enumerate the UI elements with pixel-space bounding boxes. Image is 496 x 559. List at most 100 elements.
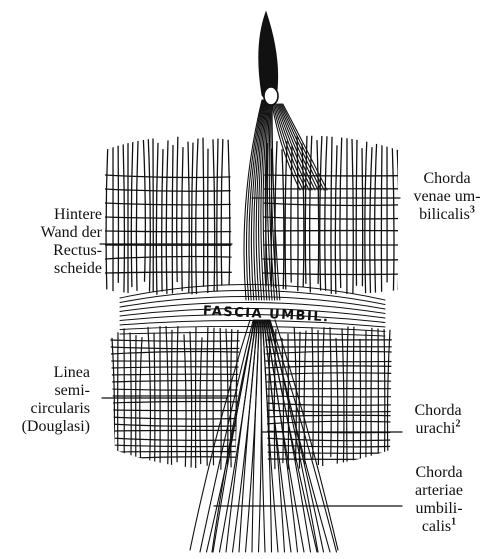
hatch-line — [318, 331, 319, 465]
footnote-marker: 3 — [470, 205, 475, 216]
label-line: (Douglasi) — [0, 418, 90, 436]
cross-hatch-line — [110, 410, 240, 411]
label-line: venae um- — [400, 188, 494, 206]
hatch-line — [322, 328, 324, 474]
umbilicus-ring — [264, 87, 278, 105]
hatch-line — [166, 141, 168, 294]
cross-hatch-line — [110, 438, 240, 440]
label-line: calis1 — [400, 518, 478, 536]
cross-hatch-line — [105, 272, 232, 273]
label-line: Rectus- — [6, 242, 102, 260]
cross-hatch-line — [262, 217, 398, 219]
hatch-line — [397, 143, 399, 290]
hatch-line — [370, 148, 372, 299]
label-line: Linea — [0, 364, 90, 382]
hatch-line — [353, 321, 354, 468]
arteria-line — [275, 320, 338, 550]
hatch-line — [282, 150, 284, 291]
cross-hatch-line — [262, 175, 398, 176]
hatch-line — [188, 142, 189, 292]
hatch-line — [381, 142, 382, 291]
cross-hatch-line — [110, 424, 240, 426]
vein-line — [272, 100, 280, 300]
cross-hatch-line — [110, 430, 240, 431]
label-line: Chorda — [400, 170, 494, 188]
label-line: semi- — [0, 382, 90, 400]
label-line: Hintere — [6, 206, 102, 224]
hatch-line — [375, 134, 377, 294]
cord-line — [252, 320, 260, 552]
cross-hatch-line — [262, 203, 398, 205]
hatch-line — [177, 132, 178, 282]
label-chorda-venae: Chorda venae um- bilicalis3 — [400, 170, 494, 224]
hatch-line — [200, 338, 202, 464]
footnote-marker: 1 — [451, 517, 456, 528]
label-linea-semicircularis: Linea semi- circularis (Douglasi) — [0, 364, 90, 436]
hatch-line — [305, 135, 307, 284]
hatch-line — [371, 323, 372, 465]
hatch-line — [317, 141, 319, 284]
hatch-line — [297, 131, 298, 297]
label-line: Wand der — [6, 224, 102, 242]
cross-hatch-line — [110, 417, 240, 419]
hatch-line — [384, 324, 385, 463]
label-line: scheide — [6, 260, 102, 278]
cross-hatch-line — [105, 231, 232, 232]
hatch-line — [203, 138, 204, 286]
label-line: Chorda — [400, 402, 476, 420]
rectus-sheath-upper-right — [261, 130, 399, 300]
hatch-line — [325, 136, 327, 291]
cord-line — [270, 320, 337, 552]
cross-hatch-line — [264, 381, 392, 382]
central-cords — [190, 320, 338, 552]
label-line: arteriae — [400, 482, 478, 500]
hatch-line — [347, 327, 348, 470]
hatch-line — [112, 338, 114, 464]
hatch-line — [182, 148, 183, 291]
hatch-line — [177, 324, 178, 462]
hatch-line — [140, 338, 142, 461]
hatch-line — [320, 133, 322, 290]
cross-hatch-line — [262, 259, 398, 260]
hatch-line — [331, 137, 332, 295]
label-text: urachi — [416, 420, 456, 437]
label-line: urachi2 — [400, 420, 476, 438]
hatch-line — [192, 143, 193, 297]
hatch-line — [136, 141, 138, 290]
hatch-line — [285, 142, 287, 291]
hatch-line — [207, 323, 208, 465]
label-text: calis — [422, 518, 451, 535]
label-chorda-arteriae: Chorda arteriae umbili- calis1 — [400, 464, 478, 536]
label-line: bilicalis3 — [400, 206, 494, 224]
hatch-line — [304, 331, 306, 464]
hatch-line — [162, 150, 163, 291]
hatch-line — [365, 135, 367, 292]
label-line: circularis — [0, 400, 90, 418]
cross-hatch-line — [110, 445, 240, 447]
hatch-line — [342, 329, 344, 474]
label-chorda-urachi: Chorda urachi2 — [400, 402, 476, 438]
hatch-line — [172, 146, 173, 294]
footnote-marker: 2 — [455, 419, 460, 430]
vein-shade-line — [283, 104, 327, 190]
hatch-line — [221, 135, 223, 285]
label-hintere-wand: Hintere Wand der Rectus- scheide — [6, 206, 102, 278]
hatch-line — [228, 135, 230, 284]
hatch-line — [362, 149, 363, 286]
label-line: Chorda — [400, 464, 478, 482]
hatch-line — [356, 139, 357, 285]
cross-hatch-line — [262, 273, 398, 275]
hatch-line — [131, 135, 133, 287]
rectus-sheath-upper-left — [105, 131, 232, 299]
hatch-line — [123, 138, 124, 294]
hatch-line — [106, 140, 108, 289]
hatch-line — [213, 140, 215, 291]
hatch-line — [340, 130, 342, 288]
hatch-line — [148, 132, 150, 291]
cross-hatch-line — [264, 351, 392, 354]
cross-hatch-line — [105, 217, 232, 218]
hatch-line — [220, 321, 221, 474]
cross-hatch-line — [110, 402, 240, 403]
label-line: umbili- — [400, 500, 478, 518]
